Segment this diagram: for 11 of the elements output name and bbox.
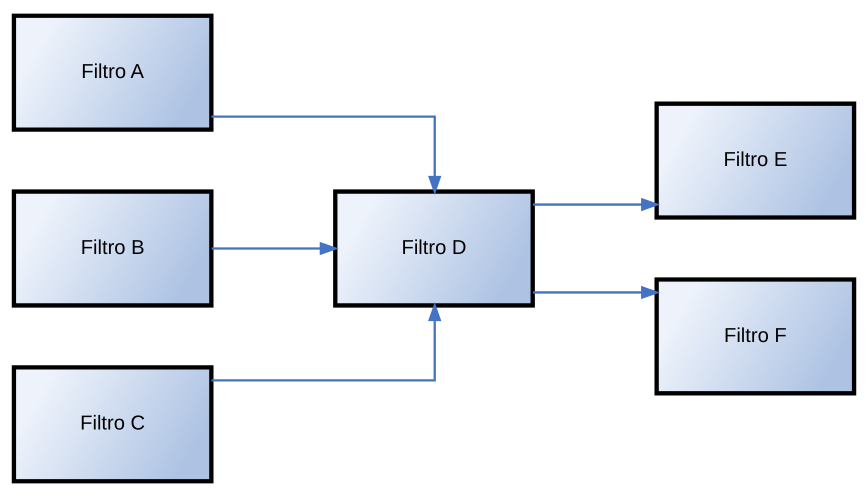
node-box: Filtro F [654,276,856,395]
arrow [212,241,339,255]
arrow [533,197,660,211]
node-box: Filtro A [12,13,214,132]
arrow [211,302,442,382]
node-box: Filtro D [333,188,535,308]
node-box: Filtro B [12,188,214,308]
arrow [211,114,442,194]
node-box: Filtro C [12,364,214,483]
node-box: Filtro E [654,101,856,220]
arrow [533,285,660,299]
